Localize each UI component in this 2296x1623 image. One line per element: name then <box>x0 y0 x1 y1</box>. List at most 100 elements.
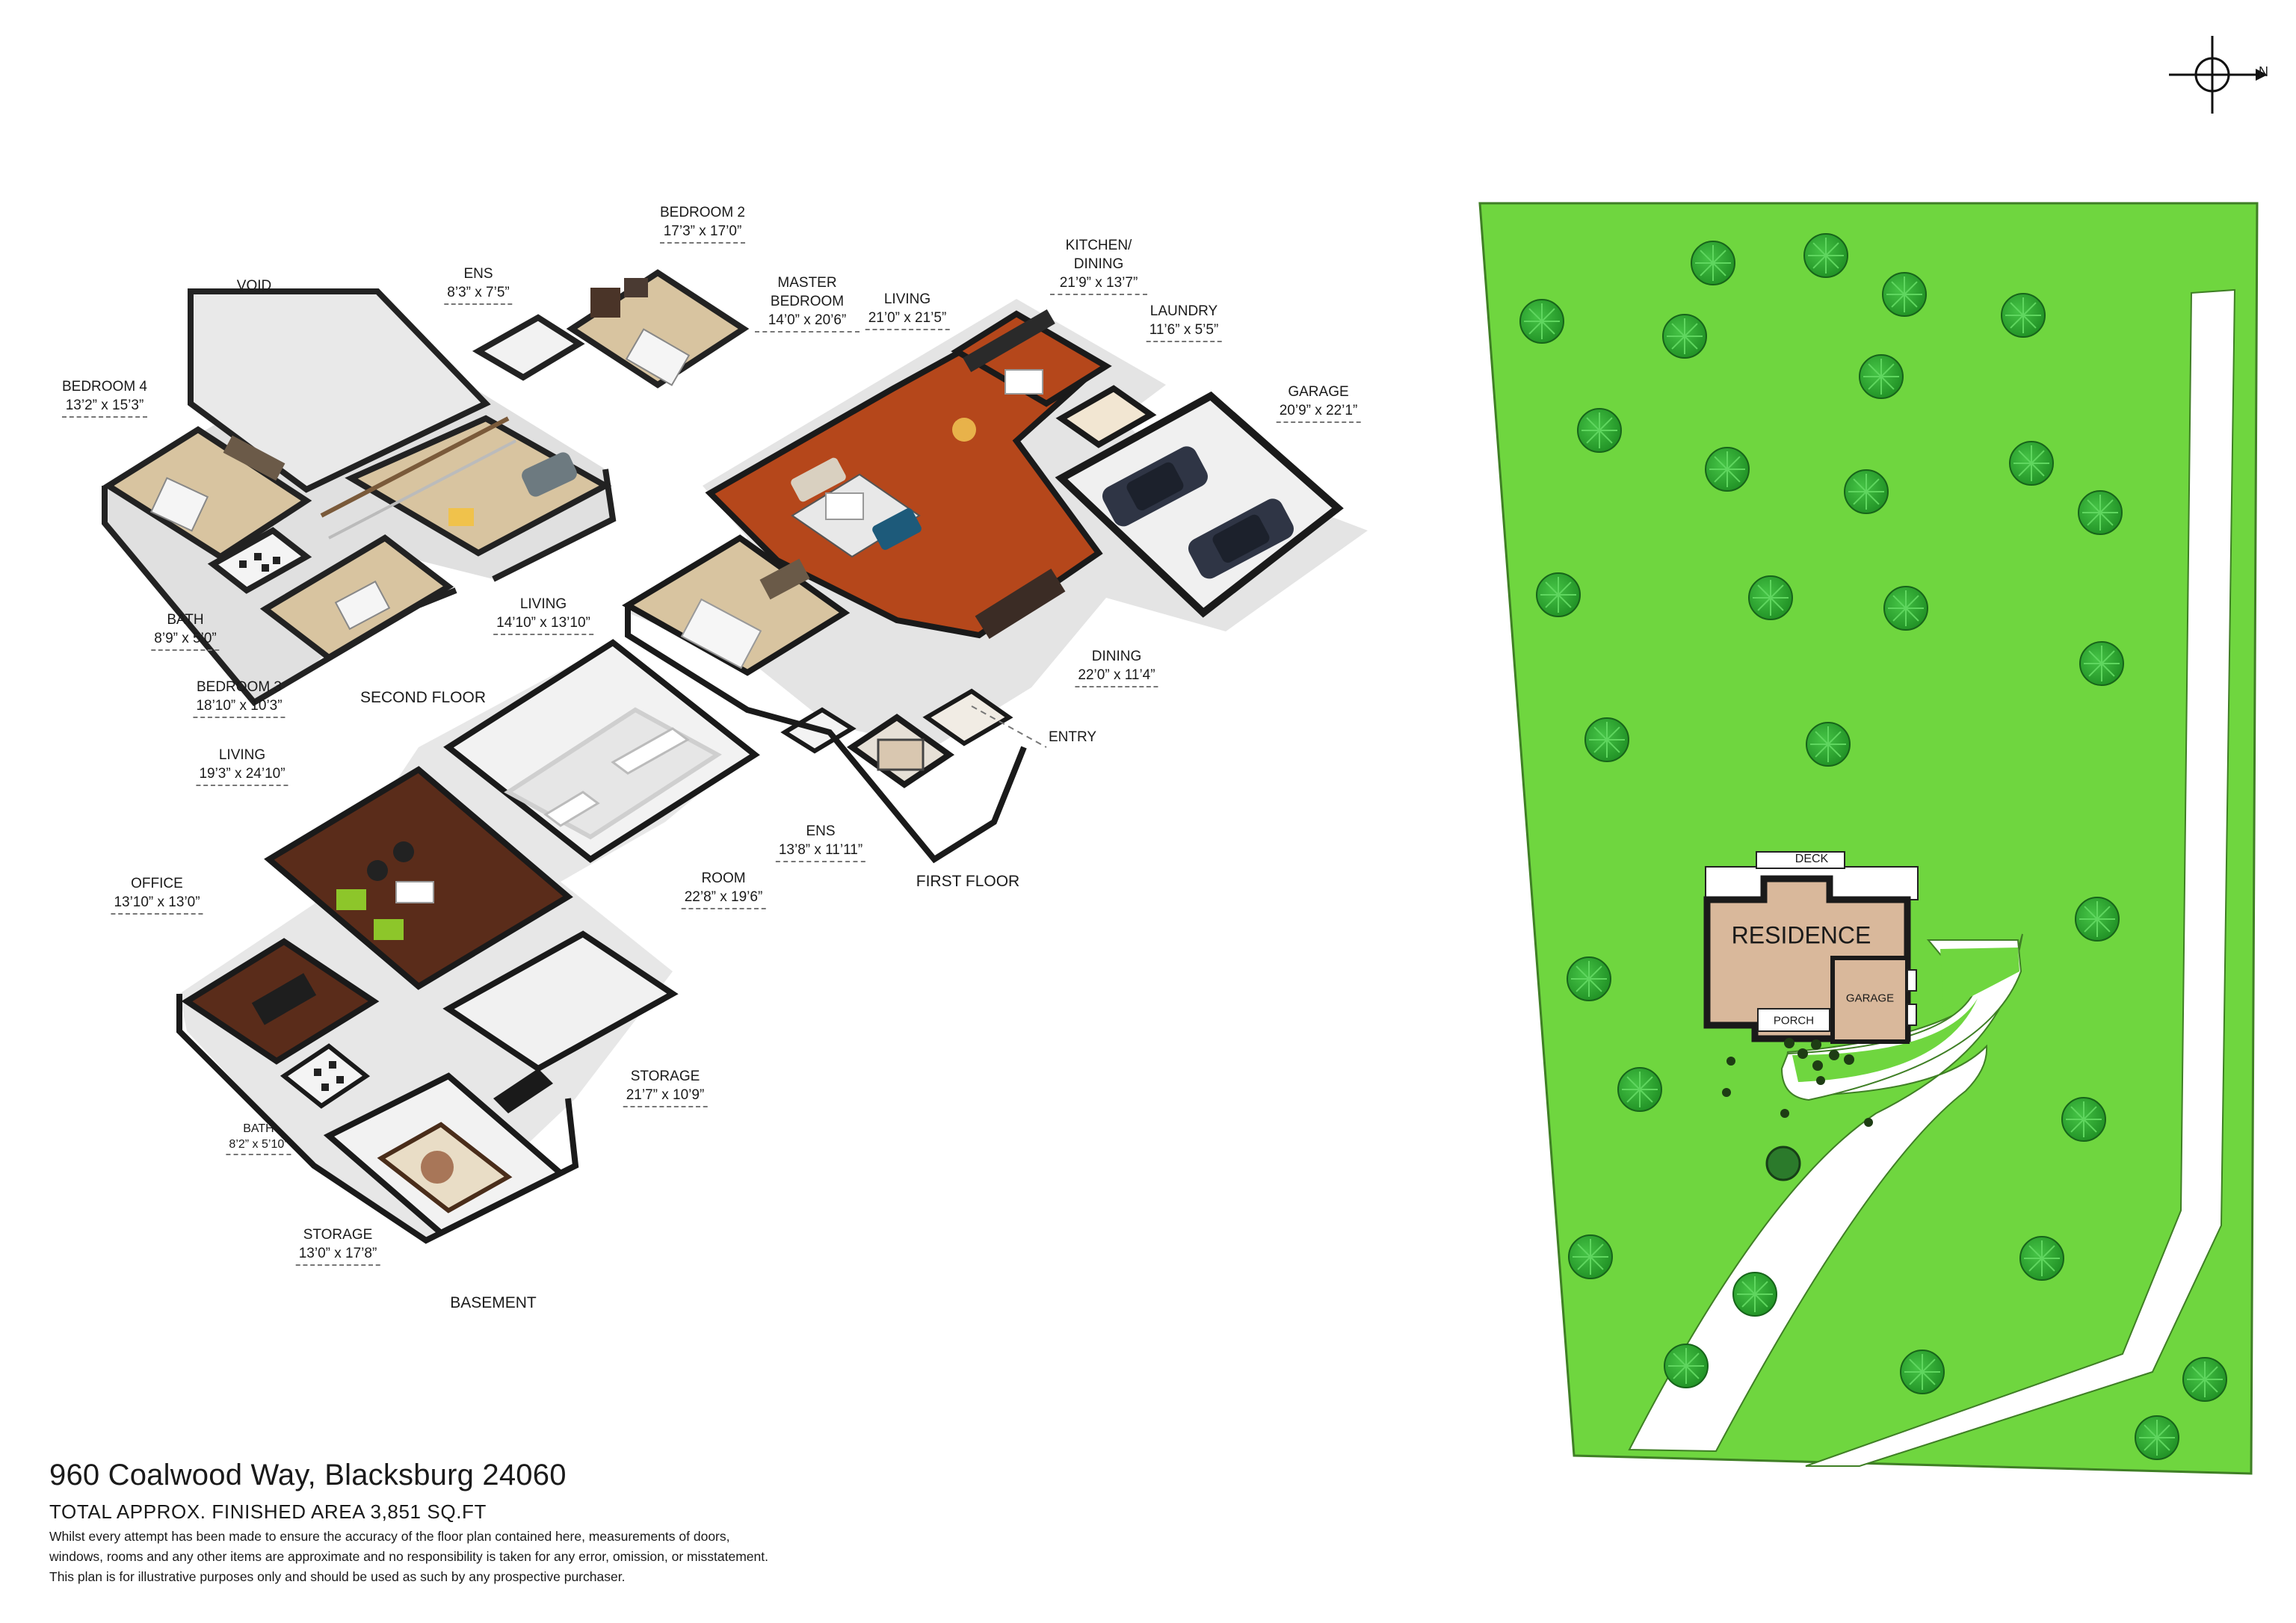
tree-branch <box>2031 463 2045 477</box>
tree-branch <box>1576 978 1590 992</box>
tree-branch <box>1599 417 1613 431</box>
room-label-bedroom-3: BEDROOM 3 18’10” x 10’3” <box>193 678 286 718</box>
property-address: 960 Coalwood Way, Blacksburg 24060 <box>49 1459 567 1491</box>
tree-branch <box>1825 242 1839 256</box>
laundry-floor <box>1055 385 1157 448</box>
first-floor-living-floor <box>705 321 1103 639</box>
tree-branch <box>2087 512 2101 526</box>
tree-branch <box>1685 1365 1700 1379</box>
tree-branch <box>2088 663 2102 677</box>
tree-branch <box>1812 242 1827 256</box>
tree-branch <box>1909 1371 1923 1385</box>
tree-branch <box>1712 250 1726 264</box>
tree-branch <box>1684 336 1698 350</box>
tree-branch <box>1757 597 1771 611</box>
tree-branch <box>2022 302 2037 316</box>
tree-branch <box>2156 1424 2170 1438</box>
tree-branch <box>1626 1089 1641 1103</box>
tree-branch <box>2041 1245 2055 1259</box>
tree-branch <box>1905 608 1919 622</box>
tree-branch <box>1541 321 1555 335</box>
tree-branch <box>1754 1281 1768 1295</box>
second-floor-title: SECOND FLOOR <box>359 689 487 706</box>
tree <box>1765 1146 1801 1181</box>
room-label-bedroom-4: BEDROOM 4 13’2” x 15’3” <box>61 377 148 418</box>
disclaimer-line: windows, rooms and any other items are a… <box>49 1549 768 1564</box>
room-label-laundry: LAUNDRY 11’6” x 5’5” <box>1146 302 1222 342</box>
tree-branch <box>1904 281 1918 295</box>
tree-branch <box>1726 469 1741 483</box>
room-label-room: ROOM 22’8” x 19’6” <box>681 869 766 909</box>
tree-branch <box>2204 1379 2218 1393</box>
room-label-bedroom-2: BEDROOM 2 17’3” x 17’0” <box>659 203 746 244</box>
tree-branch <box>1671 336 1685 350</box>
car-2 <box>1188 498 1294 579</box>
tree-branch <box>2088 650 2102 664</box>
tree-branch <box>2031 450 2045 464</box>
site-label-garage: GARAGE <box>1845 992 1895 1005</box>
site-label-residence: RESIDENCE <box>1731 921 1871 949</box>
tree-branch <box>1815 744 1829 758</box>
tree-branch <box>1541 308 1555 322</box>
basement-living-floor <box>264 766 573 990</box>
compass <box>2169 36 2268 114</box>
first-floor-garage <box>1055 391 1344 618</box>
tree-branch <box>2070 1106 2084 1120</box>
tree-branch <box>1904 294 1918 308</box>
room-label-ens-first: ENS 13’8” x 11’11” <box>775 822 866 862</box>
disclaimer-line: Whilst every attempt has been made to en… <box>49 1529 730 1544</box>
site-plan <box>1478 202 2259 1475</box>
tree-branch <box>1827 731 1842 745</box>
site-garage <box>1830 956 1910 1044</box>
tree-branch <box>1588 965 1602 980</box>
tree-branch <box>1590 1243 1604 1258</box>
room-label-garage: GARAGE 20’9” x 22’1” <box>1276 383 1361 423</box>
total-area: TOTAL APPROX. FINISHED AREA 3,851 SQ.FT <box>49 1500 487 1523</box>
room-label-dining: DINING 22’0” x 11’4” <box>1075 647 1158 687</box>
tree-branch <box>2101 650 2115 664</box>
tree-branch <box>2096 906 2111 920</box>
tree-branch <box>1576 965 1590 980</box>
room-label-storage-1: STORAGE 21’7” x 10’9” <box>623 1067 708 1107</box>
tree-branch <box>1757 584 1771 599</box>
porch <box>1757 1008 1830 1032</box>
tree-branch <box>2191 1366 2206 1380</box>
entry-floor <box>922 688 1013 746</box>
tree-branch <box>2010 315 2024 329</box>
tree-branch <box>1866 491 1880 505</box>
tree-branch <box>1853 491 1867 505</box>
tree-branch <box>1593 739 1608 753</box>
tree-branch <box>1590 1256 1604 1270</box>
tree-branch <box>2144 1437 2158 1451</box>
tree-branch <box>1558 581 1572 596</box>
tree-branch <box>1673 1365 1687 1379</box>
lawn <box>1478 202 2259 1475</box>
site-label-porch: PORCH <box>1773 1014 1815 1027</box>
tree-branch <box>1558 594 1572 608</box>
tree-branch <box>1868 376 1882 390</box>
tree-branch <box>1741 1281 1756 1295</box>
tree-branch <box>1853 478 1867 492</box>
second-floor <box>102 269 750 707</box>
basement <box>176 639 760 1244</box>
tree-branch <box>1770 584 1784 599</box>
tree-branch <box>2070 1119 2084 1133</box>
tree-branch <box>1909 1358 1923 1373</box>
basement-bath <box>280 1043 371 1109</box>
tree-branch <box>1606 739 1620 753</box>
tree-branch <box>1700 262 1714 276</box>
tree-branch <box>1714 456 1728 470</box>
tree-branch <box>1545 594 1559 608</box>
tree-branch <box>1880 363 1895 377</box>
room-label-entry: ENTRY <box>1048 729 1097 745</box>
room-label-office: OFFICE 13’10” x 13’0” <box>111 874 203 915</box>
tree-branch <box>1880 376 1895 390</box>
tree-branch <box>1726 456 1741 470</box>
tree-branch <box>1673 1352 1687 1367</box>
room-label-living-first: LIVING 21’0” x 21’5” <box>865 290 950 330</box>
tree-branch <box>2099 499 2114 513</box>
bedroom-4-floor <box>102 426 312 560</box>
basement-storage-1 <box>442 930 679 1072</box>
site-label-deck: DECK <box>1794 853 1829 865</box>
tree-branch <box>1770 597 1784 611</box>
